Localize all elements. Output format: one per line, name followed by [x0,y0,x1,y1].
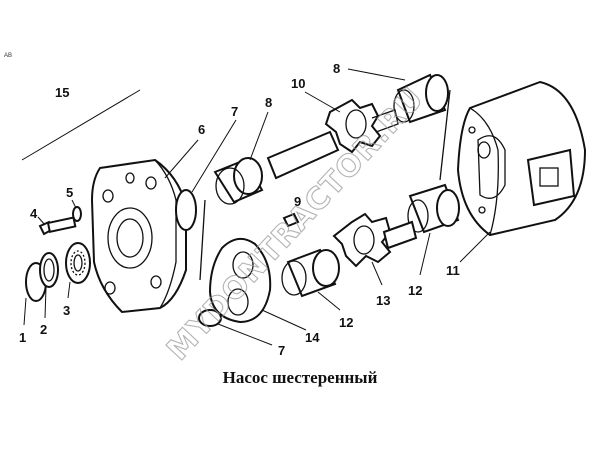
label-8-left: 8 [265,95,272,110]
label-12-right: 12 [408,283,422,298]
label-1: 1 [19,330,26,345]
leader-line-15 [21,89,141,161]
label-6: 6 [198,122,205,137]
diagram-caption: Насос шестеренный [222,368,378,387]
part-9-key: 9 [282,194,301,228]
part-2-washer: 2 [39,252,59,337]
label-14: 14 [305,330,320,345]
part-7-o-ring-upper: 7 [175,104,238,231]
label-3: 3 [63,303,70,318]
part-11-housing: 11 [446,80,587,278]
label-7-lower: 7 [278,343,285,358]
callout-15: 15 [21,85,141,161]
label-2: 2 [40,322,47,337]
part-8-bushing-right: 8 [333,61,449,124]
label-13: 13 [376,293,390,308]
label-9: 9 [294,194,301,209]
label-8-right: 8 [333,61,340,76]
part-6-front-cover: 6 [90,122,205,314]
gasket-edge-line-right [439,89,451,181]
label-11: 11 [446,263,460,278]
label-7-upper: 7 [231,104,238,119]
part-14-bearing-plate: 14 [208,237,320,345]
part-4-bolt: 4 [30,206,77,236]
label-4: 4 [30,206,38,221]
part-12-bushing-right: 12 [407,183,460,298]
label-5: 5 [66,185,73,200]
label-10: 10 [291,76,305,91]
part-7-o-ring-lower: 7 [198,309,285,358]
part-13-driven-gear: 13 [332,212,418,308]
part-12-bushing-left: 12 [281,248,353,330]
part-10-drive-gear: 10 [266,76,399,180]
part-5-spring-washer: 5 [66,185,82,222]
part-8-bushing-left: 8 [213,95,272,205]
corner-mark: AB [4,53,12,59]
label-12-left: 12 [339,315,353,330]
gasket-edge-line [199,199,206,281]
label-15: 15 [55,85,69,100]
part-3-bearing: 3 [63,242,91,318]
